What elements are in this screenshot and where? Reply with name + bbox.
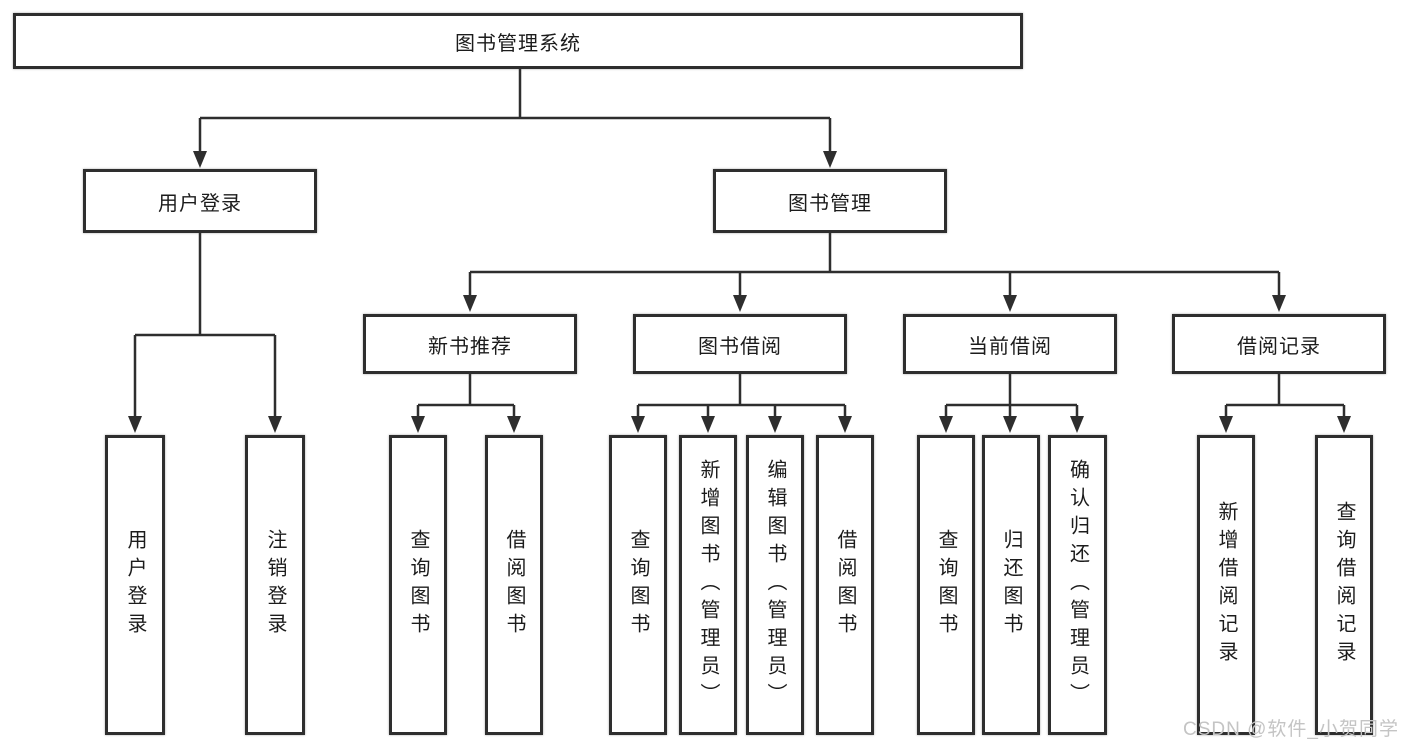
node-user-login: 用户登录 — [83, 169, 317, 233]
leaf-query-books-borrowing: 查询图书 — [609, 435, 667, 735]
leaf-borrow-books-borrowing: 借阅图书 — [816, 435, 874, 735]
node-book-management: 图书管理 — [713, 169, 947, 233]
leaf-add-borrow-record: 新增借阅记录 — [1197, 435, 1255, 735]
arrowheads — [128, 151, 1351, 433]
connector-paths — [133, 69, 1346, 417]
leaf-confirm-return-admin: 确认归还（管理员） — [1048, 435, 1107, 735]
node-book-borrowing: 图书借阅 — [633, 314, 847, 374]
node-book-management-label: 图书管理 — [788, 192, 872, 215]
node-borrowing-records-label: 借阅记录 — [1237, 335, 1321, 358]
leaf-user-login: 用户登录 — [105, 435, 165, 735]
leaf-return-books: 归还图书 — [982, 435, 1040, 735]
node-library-system-label: 图书管理系统 — [455, 32, 581, 55]
node-library-system: 图书管理系统 — [13, 13, 1023, 69]
leaf-logout: 注销登录 — [245, 435, 305, 735]
node-book-borrowing-label: 图书借阅 — [698, 335, 782, 358]
node-borrowing-records: 借阅记录 — [1172, 314, 1386, 374]
node-current-borrowing: 当前借阅 — [903, 314, 1117, 374]
node-user-login-label: 用户登录 — [158, 192, 242, 215]
node-new-book-recommend: 新书推荐 — [363, 314, 577, 374]
leaf-edit-book-admin: 编辑图书（管理员） — [746, 435, 804, 735]
watermark: CSDN @软件_小贺同学 — [1183, 719, 1399, 740]
leaf-query-books-recommend: 查询图书 — [389, 435, 447, 735]
leaf-add-book-admin: 新增图书（管理员） — [679, 435, 737, 735]
node-new-book-recommend-label: 新书推荐 — [428, 335, 512, 358]
node-current-borrowing-label: 当前借阅 — [968, 335, 1052, 358]
leaf-query-books-current: 查询图书 — [917, 435, 975, 735]
leaf-borrow-books-recommend: 借阅图书 — [485, 435, 543, 735]
leaf-query-borrow-record: 查询借阅记录 — [1315, 435, 1373, 735]
